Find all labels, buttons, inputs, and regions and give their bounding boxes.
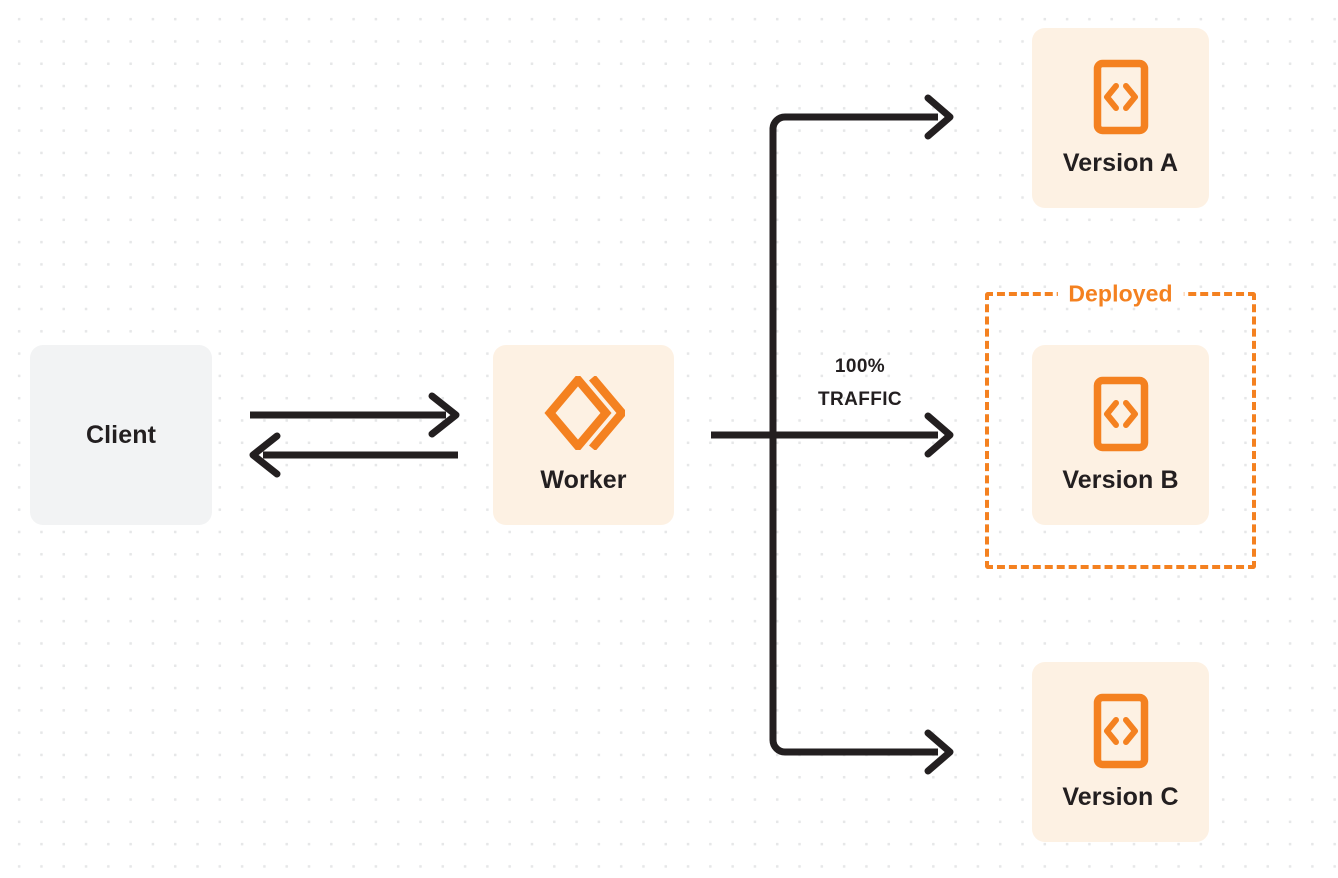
cloudflare-workers-logo-icon — [543, 374, 628, 451]
worker-label: Worker — [540, 465, 627, 494]
arrowhead-to-version-a — [924, 94, 954, 140]
edge-client-to-worker — [250, 392, 460, 438]
version-b-label: Version B — [1062, 465, 1179, 494]
edge-worker-to-client — [249, 432, 458, 478]
traffic-percent-value: 100% — [834, 356, 886, 377]
node-client[interactable]: Client — [30, 345, 212, 525]
node-version-c[interactable]: Version C — [1032, 662, 1209, 842]
version-a-label: Version A — [1062, 148, 1179, 177]
edge-traffic-trunk — [711, 113, 938, 756]
version-c-label: Version C — [1062, 782, 1179, 811]
arrowhead-to-version-c — [924, 729, 954, 775]
traffic-percentage-label: 100% TRAFFIC — [793, 350, 927, 416]
deployed-group-label: Deployed — [1057, 280, 1184, 308]
node-worker[interactable]: Worker — [493, 345, 674, 525]
traffic-word: TRAFFIC — [817, 389, 903, 410]
code-document-icon — [1093, 59, 1149, 135]
deployed-group-boundary: Deployed — [985, 280, 1256, 569]
node-version-b[interactable]: Version B — [1032, 345, 1209, 525]
client-label: Client — [85, 420, 157, 449]
node-version-a[interactable]: Version A — [1032, 28, 1209, 208]
arrowhead-to-version-b — [924, 412, 954, 458]
code-document-icon — [1093, 693, 1149, 769]
code-document-icon — [1093, 376, 1149, 452]
